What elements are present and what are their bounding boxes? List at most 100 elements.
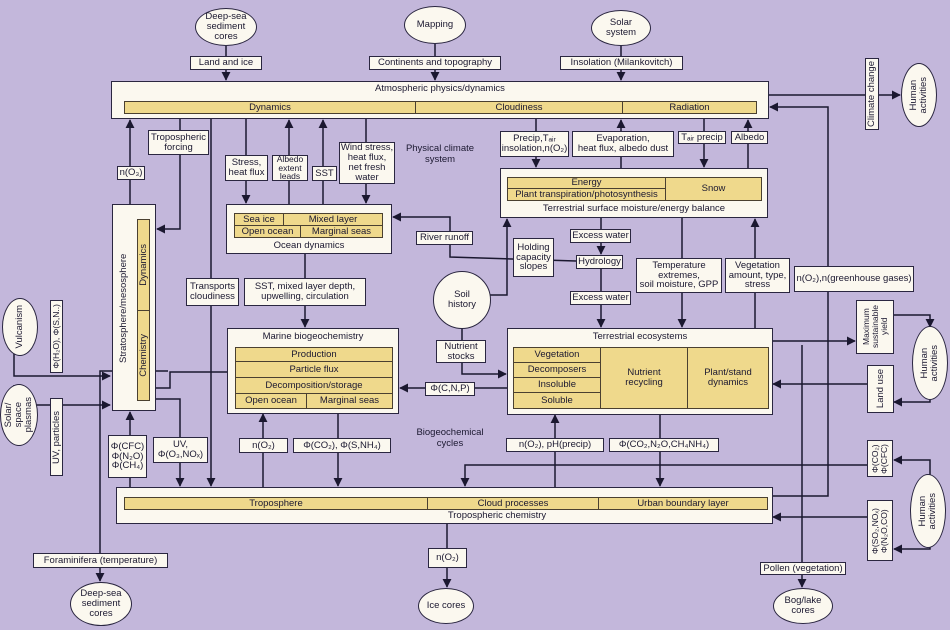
arrow-soil-terr bbox=[489, 218, 512, 296]
decomposition-cell: Decomposition/storage bbox=[235, 377, 393, 394]
source-human-activities-top: Human activities bbox=[901, 63, 937, 127]
nutrient-recycling-cell: Nutrient recycling bbox=[600, 347, 688, 409]
flow-phi-co2-cfc: Φ(CO₂) Φ(CFC) bbox=[867, 440, 893, 477]
flow-tair-precip: Tₐᵢᵣ precip bbox=[678, 131, 726, 144]
ocean-dynamics-box: Sea ice Mixed layer Open ocean Marginal … bbox=[226, 204, 392, 254]
terrestrial-eco-title: Terrestrial ecosystems bbox=[592, 331, 688, 342]
plant-transpiration-cell: Plant transpiration/photosynthesis bbox=[507, 188, 666, 201]
flow-stress-heat-flux: Stress, heat flux bbox=[225, 155, 268, 181]
land-use-label: Land use bbox=[874, 369, 886, 409]
atmosphere-radiation: Radiation bbox=[622, 101, 757, 114]
open-ocean-cell: Open ocean bbox=[234, 225, 301, 238]
vegetation-cell: Vegetation bbox=[513, 347, 601, 363]
flow-precip: Precip,Tₐᵢᵣ insolation,n(O₂) bbox=[500, 131, 569, 157]
human-activities-label: Human activities bbox=[917, 492, 938, 530]
marine-biogeochemistry-box: Marine biogeochemistry Production Partic… bbox=[227, 328, 399, 414]
ocean-dynamics-title: Ocean dynamics bbox=[273, 240, 345, 251]
arrow-human-trop bbox=[460, 464, 867, 487]
flow-tropospheric-forcing: Tropospheric forcing bbox=[148, 130, 209, 155]
stratosphere-dynamics: Dynamics bbox=[137, 219, 150, 311]
flow-holding-capacity: Holding capacity slopes bbox=[513, 238, 554, 277]
flow-land-use: Land use bbox=[867, 365, 894, 413]
soluble-cell: Soluble bbox=[513, 392, 601, 409]
arrow-vulcanism bbox=[13, 353, 111, 381]
flow-wind-stress: Wind stress, heat flux, net fresh water bbox=[339, 142, 395, 184]
flow-phi-so2: Φ(SO₂,NOₓ) Φ(N₂O,CO) bbox=[867, 500, 893, 561]
flow-river-runoff: River runoff bbox=[416, 231, 473, 245]
source-solar-plasmas: Solar/ space plasmas bbox=[0, 384, 38, 446]
flow-uv-particles: UV, particles bbox=[50, 398, 63, 476]
flow-phi-h2o: Φ(H₂O), Φ(S,N..) bbox=[50, 300, 63, 373]
flow-insolation: Insolation (Milankovitch) bbox=[560, 56, 683, 70]
source-vulcanism: Vulcanism bbox=[2, 298, 38, 356]
source-human-activities-bottom: Human activities bbox=[910, 474, 946, 548]
flow-transports-cloudiness: Transports cloudiness bbox=[186, 278, 239, 306]
flow-nutrient-stocks: Nutrient stocks bbox=[436, 340, 486, 363]
stratosphere-title: Stratosphere/mesosphere bbox=[118, 253, 129, 363]
source-human-activities-mid: Human activities bbox=[912, 326, 948, 400]
source-ice-cores: Ice cores bbox=[418, 588, 474, 624]
flow-excess-water-2: Excess water bbox=[570, 291, 631, 305]
tropospheric-chemistry-box: Troposphere Cloud processes Urban bounda… bbox=[116, 487, 773, 524]
source-solar-system: Solar system bbox=[591, 10, 651, 46]
flow-hydrology: Hydrology bbox=[576, 255, 623, 269]
arrow-trop-forcing bbox=[156, 118, 181, 234]
troposphere-cell: Troposphere bbox=[124, 497, 428, 510]
arrow-yield-human bbox=[893, 314, 935, 328]
source-bog-lake-cores: Bog/lake cores bbox=[773, 588, 833, 624]
terrestrial-surface-title: Terrestrial surface moisture/energy bala… bbox=[542, 203, 726, 214]
flow-uv-o3: UV, Φ(O₃,NOₓ) bbox=[153, 437, 208, 463]
flow-excess-water-1: Excess water bbox=[570, 229, 631, 243]
flow-sst-mixed-layer: SST, mixed layer depth, upwelling, circu… bbox=[244, 278, 366, 306]
terrestrial-ecosystems-box: Terrestrial ecosystems Vegetation Decomp… bbox=[507, 328, 773, 415]
climate-change-label: Climate change bbox=[866, 60, 878, 127]
flow-pollen: Pollen (vegetation) bbox=[760, 562, 846, 575]
stratosphere-chemistry: Chemistry bbox=[137, 310, 150, 401]
insoluble-cell: Insoluble bbox=[513, 377, 601, 393]
production-cell: Production bbox=[235, 347, 393, 362]
decomposers-cell: Decomposers bbox=[513, 362, 601, 378]
flow-n-o3: n(O₃) bbox=[117, 166, 145, 180]
flow-n-o2-marine: n(O₂) bbox=[239, 438, 288, 453]
vulcanism-label: Vulcanism bbox=[14, 305, 26, 349]
flow-greenhouse: n(O₂),n(greenhouse gases) bbox=[794, 266, 914, 292]
biogeochemical-cycles-label: Biogeochemical cycles bbox=[416, 427, 484, 449]
flow-max-sustainable-yield: Maximum sustainable yield bbox=[856, 300, 894, 354]
plant-stand-dynamics-cell: Plant/stand dynamics bbox=[687, 347, 769, 409]
flow-climate-change: Climate change bbox=[865, 58, 879, 130]
flow-phi-cnp: Φ(C,N,P) bbox=[425, 382, 475, 396]
flow-evaporation: Evaporation, heat flux, albedo dust bbox=[572, 131, 674, 157]
flow-albedo-extent-leads: Albedo extent leads bbox=[272, 154, 308, 181]
arrow-greenhouse bbox=[769, 102, 829, 266]
flow-land-and-ice: Land and ice bbox=[190, 56, 262, 70]
flow-temperature-extremes: Temperature extremes, soil moisture, GPP bbox=[636, 258, 722, 293]
flow-albedo: Albedo bbox=[731, 131, 768, 144]
urban-boundary-layer-cell: Urban boundary layer bbox=[598, 497, 768, 510]
flow-n-o2-ph: n(O₂), pH(precip) bbox=[506, 438, 604, 452]
arrow-human-co2 bbox=[893, 455, 931, 475]
flow-foraminifera: Foraminifera (temperature) bbox=[33, 553, 168, 568]
atmospheric-title: Atmospheric physics/dynamics bbox=[375, 83, 505, 94]
source-soil-history: Soil history bbox=[433, 271, 491, 329]
physical-climate-system-label: Physical climate system bbox=[405, 143, 475, 165]
snow-cell: Snow bbox=[665, 177, 762, 201]
marine-marginal-seas-cell: Marginal seas bbox=[306, 393, 393, 409]
phi-co2-cfc-label: Φ(CO₂) Φ(CFC) bbox=[870, 443, 889, 474]
flow-continents: Continents and topography bbox=[369, 56, 501, 70]
dynamics-label: Dynamics bbox=[137, 244, 149, 286]
line-greenhouse-trop bbox=[773, 292, 829, 497]
particle-flux-cell: Particle flux bbox=[235, 361, 393, 378]
max-yield-label: Maximum sustainable yield bbox=[860, 305, 889, 349]
source-deep-sea-cores-top: Deep-sea sediment cores bbox=[195, 8, 257, 46]
marine-open-ocean-cell: Open ocean bbox=[235, 393, 307, 409]
cloud-processes-cell: Cloud processes bbox=[427, 497, 599, 510]
marginal-seas-cell: Marginal seas bbox=[300, 225, 383, 238]
solar-plasmas-label: Solar/ space plasmas bbox=[3, 397, 34, 433]
arrow-human-landuse bbox=[893, 397, 931, 407]
line-marine-strat bbox=[156, 371, 227, 389]
phi-h2o-label: Φ(H₂O), Φ(S,N..) bbox=[51, 304, 62, 369]
marine-title: Marine biogeochemistry bbox=[262, 331, 364, 342]
atmosphere-cloudiness: Cloudiness bbox=[415, 101, 623, 114]
atmospheric-physics-box: Atmospheric physics/dynamics Dynamics Cl… bbox=[111, 81, 769, 119]
flow-vegetation: Vegetation amount, type, stress bbox=[725, 258, 790, 293]
